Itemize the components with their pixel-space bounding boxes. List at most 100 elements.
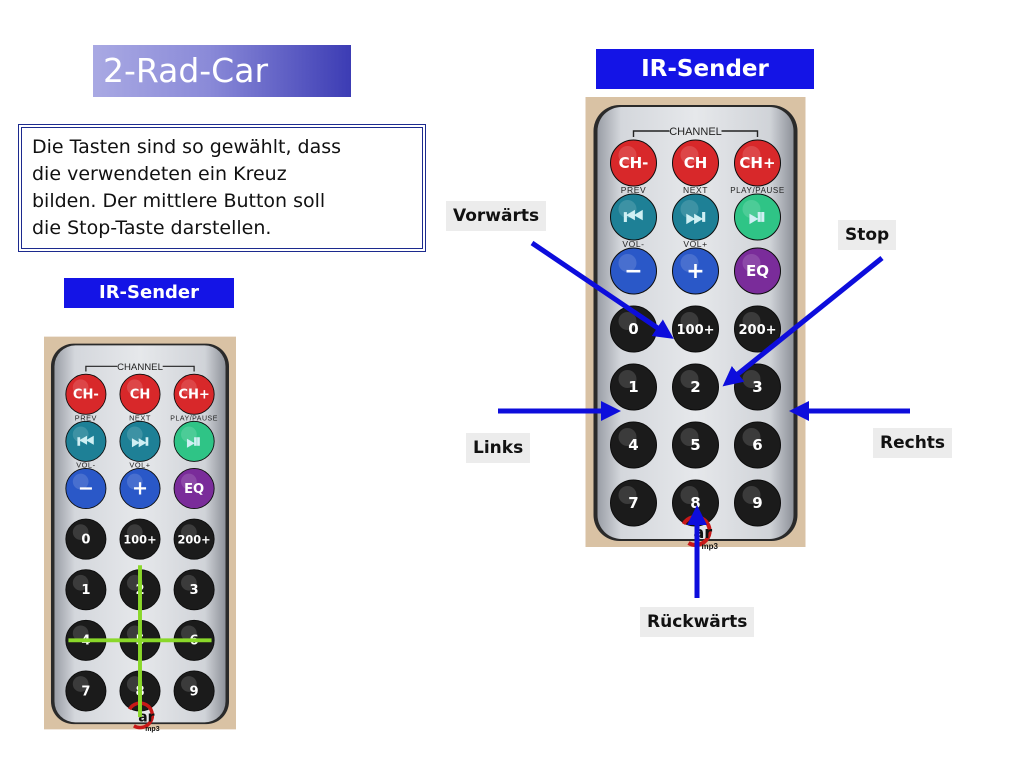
remote-button-label: 9 (190, 684, 199, 699)
remote-sub-label: PLAY/PAUSE (730, 186, 785, 195)
remote-button-label: + (132, 477, 148, 500)
remote-sub-label: VOL- (76, 461, 95, 470)
remote-sub-label: NEXT (129, 413, 151, 422)
remote-sub-label: PREV (621, 185, 647, 195)
remote-sub-label: VOL+ (129, 461, 150, 470)
remote-button: + (119, 467, 161, 509)
label-forward: Vorwärts (446, 201, 547, 231)
remote-button-label: ⏯ (186, 429, 201, 452)
remote-sub-label: NEXT (683, 185, 708, 195)
remote-button: 100+ (119, 518, 161, 560)
remote-button: 7 (610, 479, 657, 527)
arrow-stop (722, 256, 884, 387)
remote-button-label: ⏮ (624, 205, 644, 230)
remote-button: CH- (610, 139, 657, 187)
label-left: Links (466, 433, 531, 463)
remote-button: 3 (173, 569, 215, 611)
remote-button-label: CH- (619, 154, 649, 172)
remote-button: − (610, 247, 657, 295)
remote-button: − (65, 467, 107, 509)
remote-button: CH+ (173, 373, 215, 415)
remote-button: 9 (734, 479, 781, 527)
remote-button: ⏭ (672, 193, 719, 241)
remote-button: 3 (734, 363, 781, 411)
remote-button-label: CH+ (739, 154, 775, 172)
remote-button-label: 100+ (123, 532, 156, 546)
label-stop: Stop (838, 220, 897, 250)
svg-text:mp3: mp3 (702, 542, 719, 551)
remote-button-label: EQ (184, 482, 204, 497)
remote-button-label: 3 (752, 378, 762, 396)
remote-sub-label: PREV (75, 413, 97, 422)
remote-button-label: 100+ (676, 323, 714, 338)
description-box: Die Tasten sind so gewählt, dass die ver… (18, 124, 426, 252)
remote-button: CH+ (734, 139, 781, 187)
label-backward: Rückwärts (640, 607, 755, 637)
remote-button: 2 (672, 363, 719, 411)
remote-button: CH (672, 139, 719, 187)
remote-button: EQ (734, 247, 781, 295)
remote-button: 1 (65, 569, 107, 611)
channel-label: CHANNEL (117, 362, 164, 373)
remote-button-label: 200+ (738, 323, 776, 338)
remote-sub-label: PLAY/PAUSE (170, 415, 218, 422)
ir-sender-banner-left: IR-Sender (64, 278, 234, 308)
remote-sub-label: VOL+ (683, 239, 707, 249)
remote-button-label: 9 (752, 494, 762, 512)
remote-button: 0 (65, 518, 107, 560)
remote-button: ⏮ (610, 193, 657, 241)
remote-button-label: 0 (81, 532, 90, 547)
svg-text:ar: ar (138, 710, 154, 726)
remote-button-label: 0 (628, 320, 638, 338)
arrow-forward (530, 240, 674, 339)
remote-button-label: 5 (690, 436, 700, 454)
remote-button-label: + (686, 259, 704, 284)
slide-title: 2-Rad-Car (93, 45, 351, 97)
remote-button-label: ⏭ (686, 205, 706, 230)
remote-button-label: EQ (746, 262, 769, 280)
remote-button: EQ (173, 467, 215, 509)
remote-button-label: CH (130, 388, 151, 403)
remote-button: CH (119, 373, 161, 415)
remote-button: 8 (672, 479, 719, 527)
remote-button-label: 8 (690, 494, 700, 512)
remote-button: 9 (173, 670, 215, 712)
remote-button: 7 (65, 670, 107, 712)
remote-button-label: 1 (628, 378, 638, 396)
channel-bracket (85, 365, 195, 372)
channel-bracket (632, 130, 759, 137)
remote-button-label: ⏮ (77, 429, 94, 452)
remote-button: 100+ (672, 305, 719, 353)
remote-photo-right: CHANNEL CH- CH CH+ ⏮ ⏭ ⏯ − + EQ 0 100+ 200+ 1 2 3 4 5 6 7 8 9… (585, 97, 806, 551)
remote-button: ⏯ (173, 420, 215, 462)
remote-photo-left: CHANNELCH-CHCH+⏮⏭⏯−+EQ0100+200+123456789… (44, 336, 236, 733)
remote-button-label: 3 (190, 583, 199, 598)
remote-button-label: 200+ (178, 532, 211, 546)
remote-button-label: − (624, 259, 642, 284)
remote-button-label: CH (684, 154, 708, 172)
remote-button-label: ⏭ (131, 429, 148, 452)
remote-button: 4 (610, 421, 657, 469)
remote-button: 1 (610, 363, 657, 411)
remote-button-label: CH- (73, 388, 99, 403)
remote-button: 200+ (173, 518, 215, 560)
remote-button: ⏯ (734, 193, 781, 241)
remote-button: 5 (672, 421, 719, 469)
svg-text:mp3: mp3 (145, 726, 159, 733)
remote-button: ⏮ (65, 420, 107, 462)
label-right: Rechts (873, 428, 953, 458)
green-cross-overlay (68, 565, 212, 718)
remote-button: + (672, 247, 719, 295)
channel-label: CHANNEL (669, 126, 722, 138)
remote-button: ⏭ (119, 420, 161, 462)
remote-button: 6 (734, 421, 781, 469)
remote-button: CH- (65, 373, 107, 415)
remote-button-label: 7 (81, 684, 90, 699)
remote-button-label: 1 (81, 583, 90, 598)
remote-button-label: 2 (690, 378, 700, 396)
remote-button-label: ⏯ (749, 205, 767, 230)
remote-button: 200+ (734, 305, 781, 353)
remote-sub-label: VOL- (622, 239, 644, 249)
